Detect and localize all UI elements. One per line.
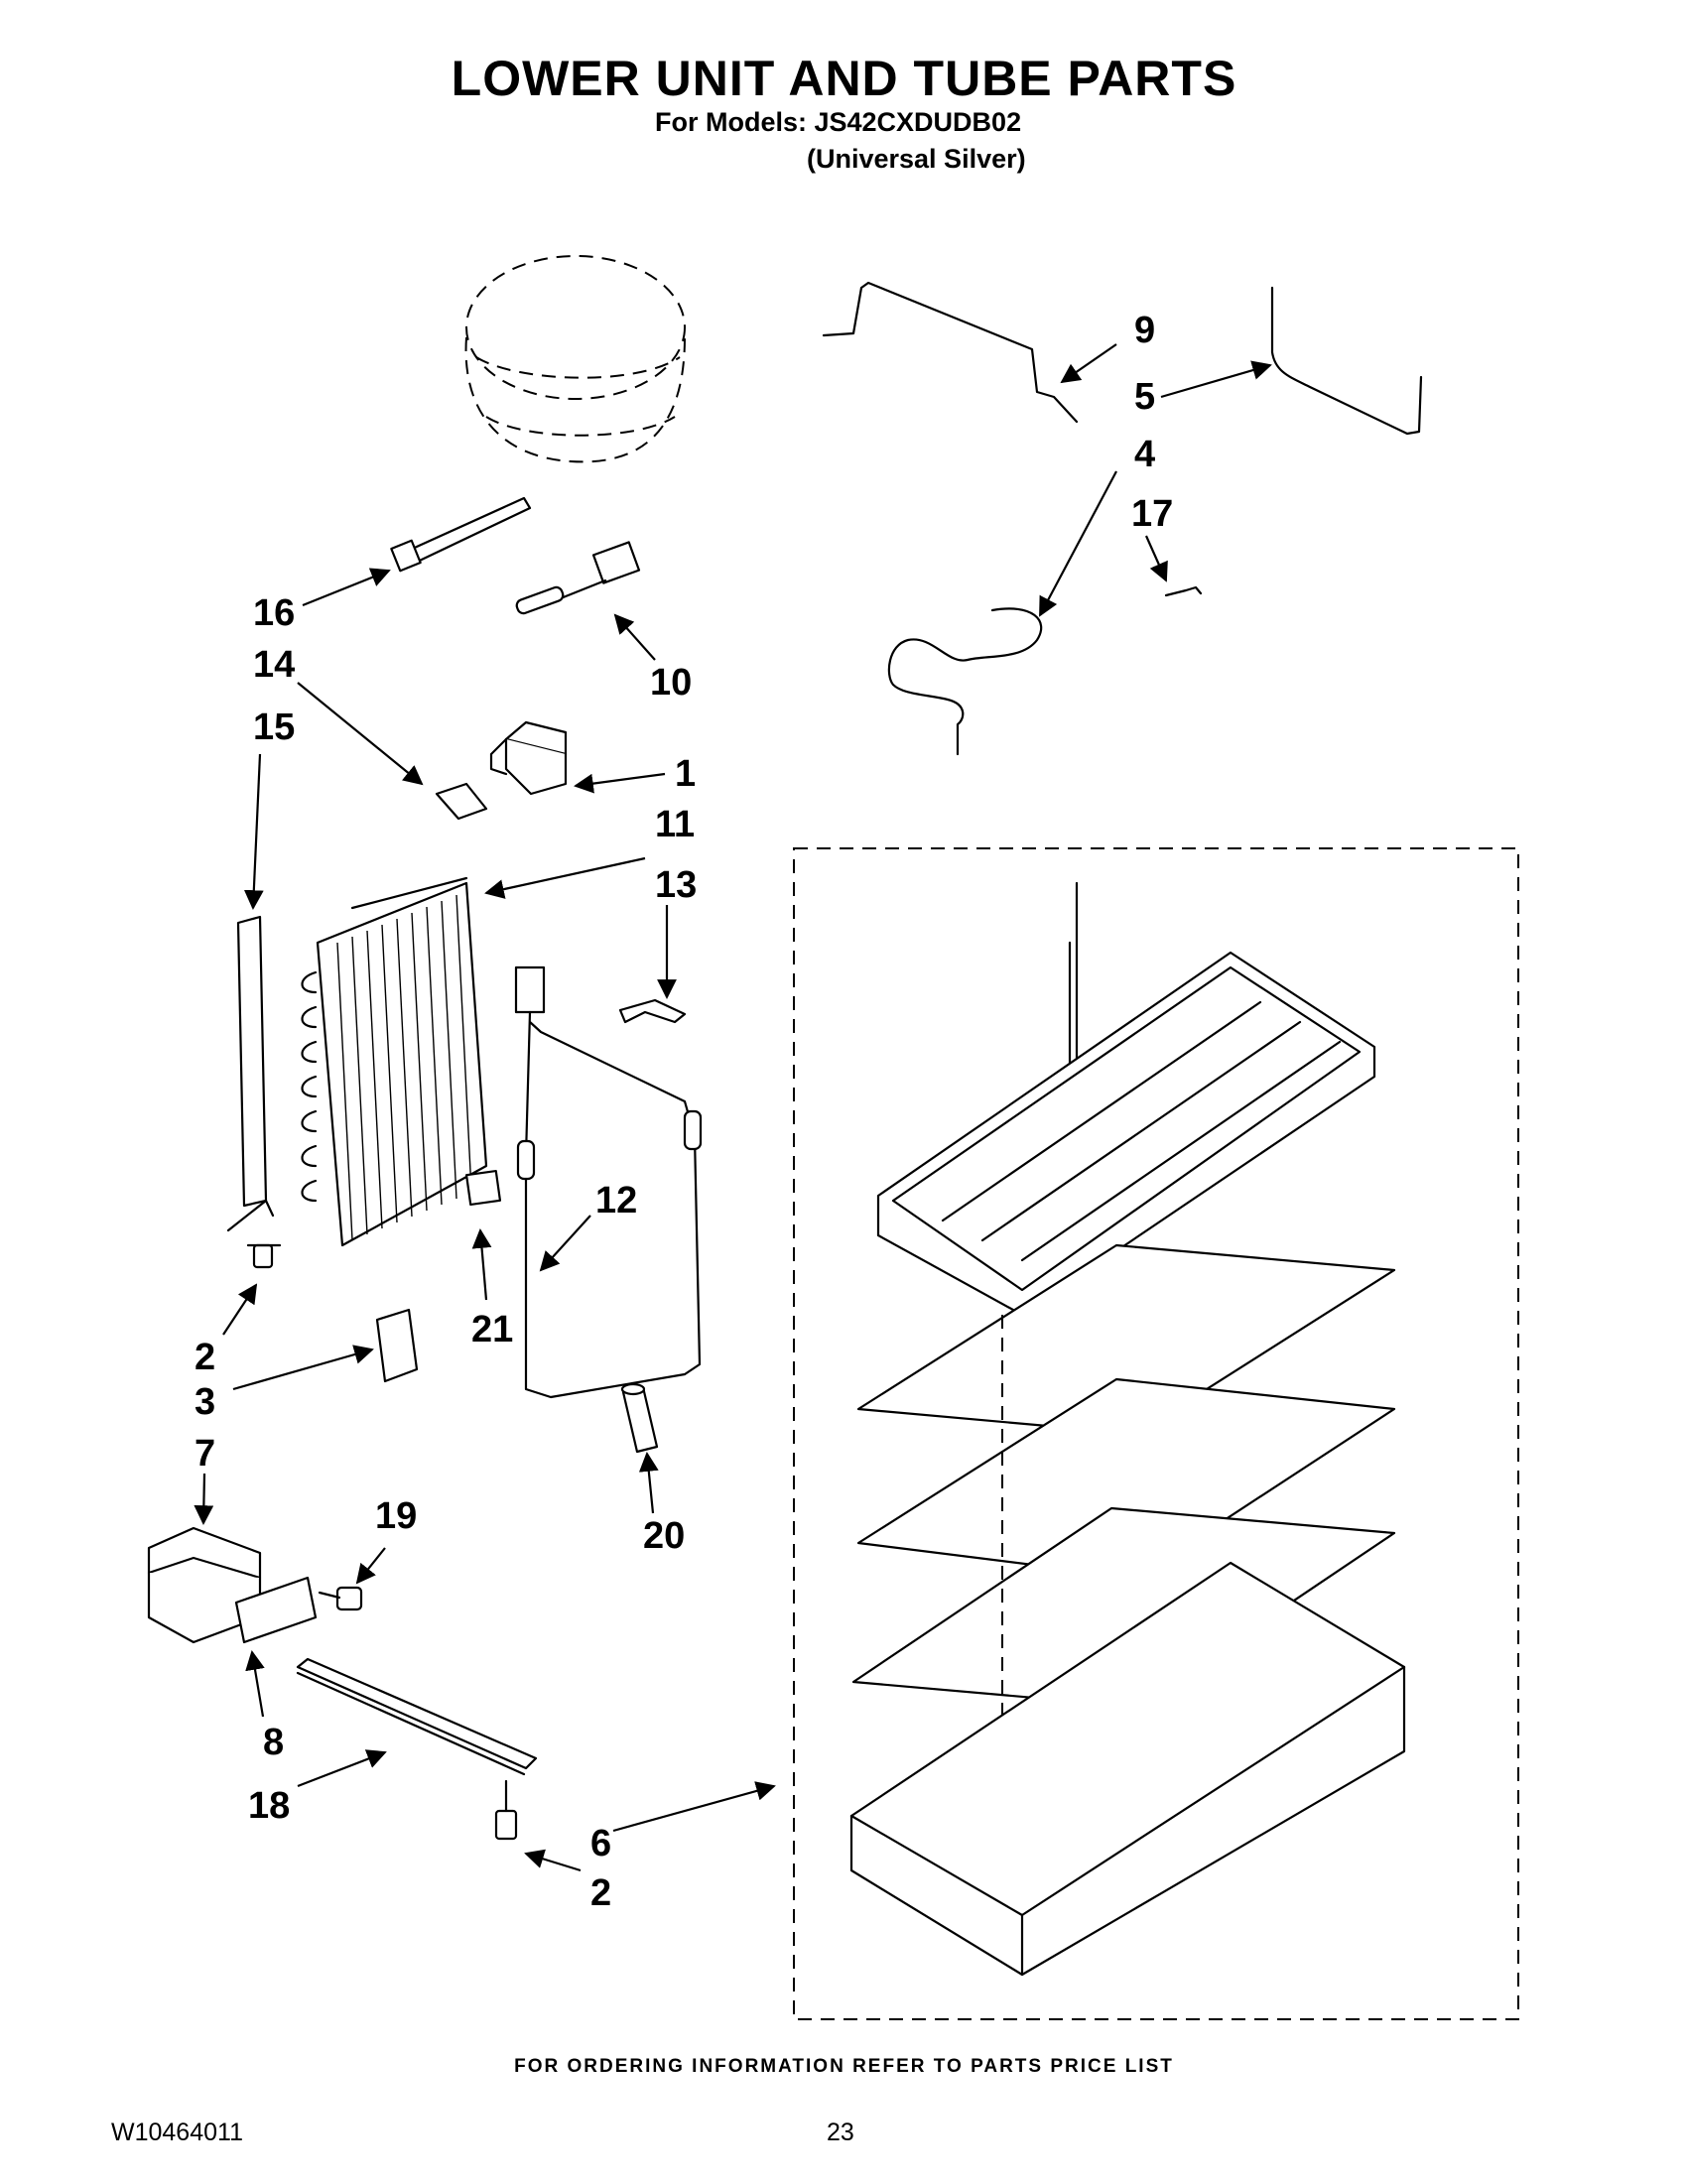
part-20-sleeve	[620, 1382, 659, 1454]
page-title: LOWER UNIT AND TUBE PARTS	[451, 51, 1237, 106]
part-16-cable-tie	[390, 496, 532, 573]
part-21-pad	[464, 1169, 502, 1207]
part-17-clip	[1164, 585, 1203, 597]
part-14-plate	[435, 782, 488, 821]
part-2-screw-lower	[494, 1779, 518, 1841]
document-number: W10464011	[111, 2119, 243, 2146]
callout-20: 20	[643, 1515, 685, 1557]
callout-11: 11	[655, 804, 695, 845]
callout-21: 21	[471, 1309, 513, 1350]
ordering-note: FOR ORDERING INFORMATION REFER TO PARTS …	[514, 2056, 1174, 2077]
part-5-tube	[1270, 286, 1423, 436]
part-15-strip	[226, 915, 275, 1232]
callout-10: 10	[650, 662, 692, 704]
models-line: For Models: JS42CXDUDB02	[655, 107, 1022, 137]
part-10-sensor	[515, 541, 641, 615]
drain-pan	[876, 881, 1376, 1317]
callout-15: 15	[253, 707, 295, 748]
bottom-pan	[849, 1561, 1406, 1977]
callout-16: 16	[253, 592, 295, 634]
callout-14: 14	[253, 644, 295, 686]
callout-13: 13	[655, 864, 697, 906]
part-9-tube	[822, 281, 1079, 424]
callout-2-lower: 2	[590, 1872, 611, 1914]
page-number: 23	[827, 2119, 854, 2146]
part-6-assembly-box	[793, 847, 1519, 2020]
callout-19: 19	[375, 1495, 417, 1537]
part-4-tube	[887, 607, 1043, 756]
part-1-bracket	[489, 720, 568, 796]
part-7-bracket	[147, 1526, 262, 1644]
callout-6: 6	[590, 1823, 611, 1864]
callout-3: 3	[195, 1381, 215, 1423]
callout-18: 18	[248, 1785, 290, 1827]
callout-12: 12	[595, 1180, 637, 1221]
part-11-condenser	[301, 876, 488, 1247]
leader-arrows	[194, 343, 1272, 1872]
color-line: (Universal Silver)	[807, 144, 1026, 174]
callout-1: 1	[675, 753, 696, 795]
part-3-bracket	[375, 1308, 419, 1383]
part-13-clip	[618, 998, 687, 1024]
compressor-phantom	[464, 255, 686, 463]
callout-4: 4	[1134, 434, 1155, 475]
callout-9: 9	[1134, 310, 1155, 351]
callout-17: 17	[1131, 493, 1173, 535]
part-2-screw-upper	[246, 1243, 282, 1269]
callout-7: 7	[195, 1433, 215, 1475]
part-18-bar	[296, 1657, 538, 1776]
part-8-plate	[234, 1576, 318, 1644]
part-19-screw	[318, 1586, 363, 1611]
callout-8: 8	[263, 1722, 284, 1763]
callout-5: 5	[1134, 376, 1155, 418]
part-12-harness	[514, 965, 703, 1399]
callout-2-upper: 2	[195, 1337, 215, 1378]
